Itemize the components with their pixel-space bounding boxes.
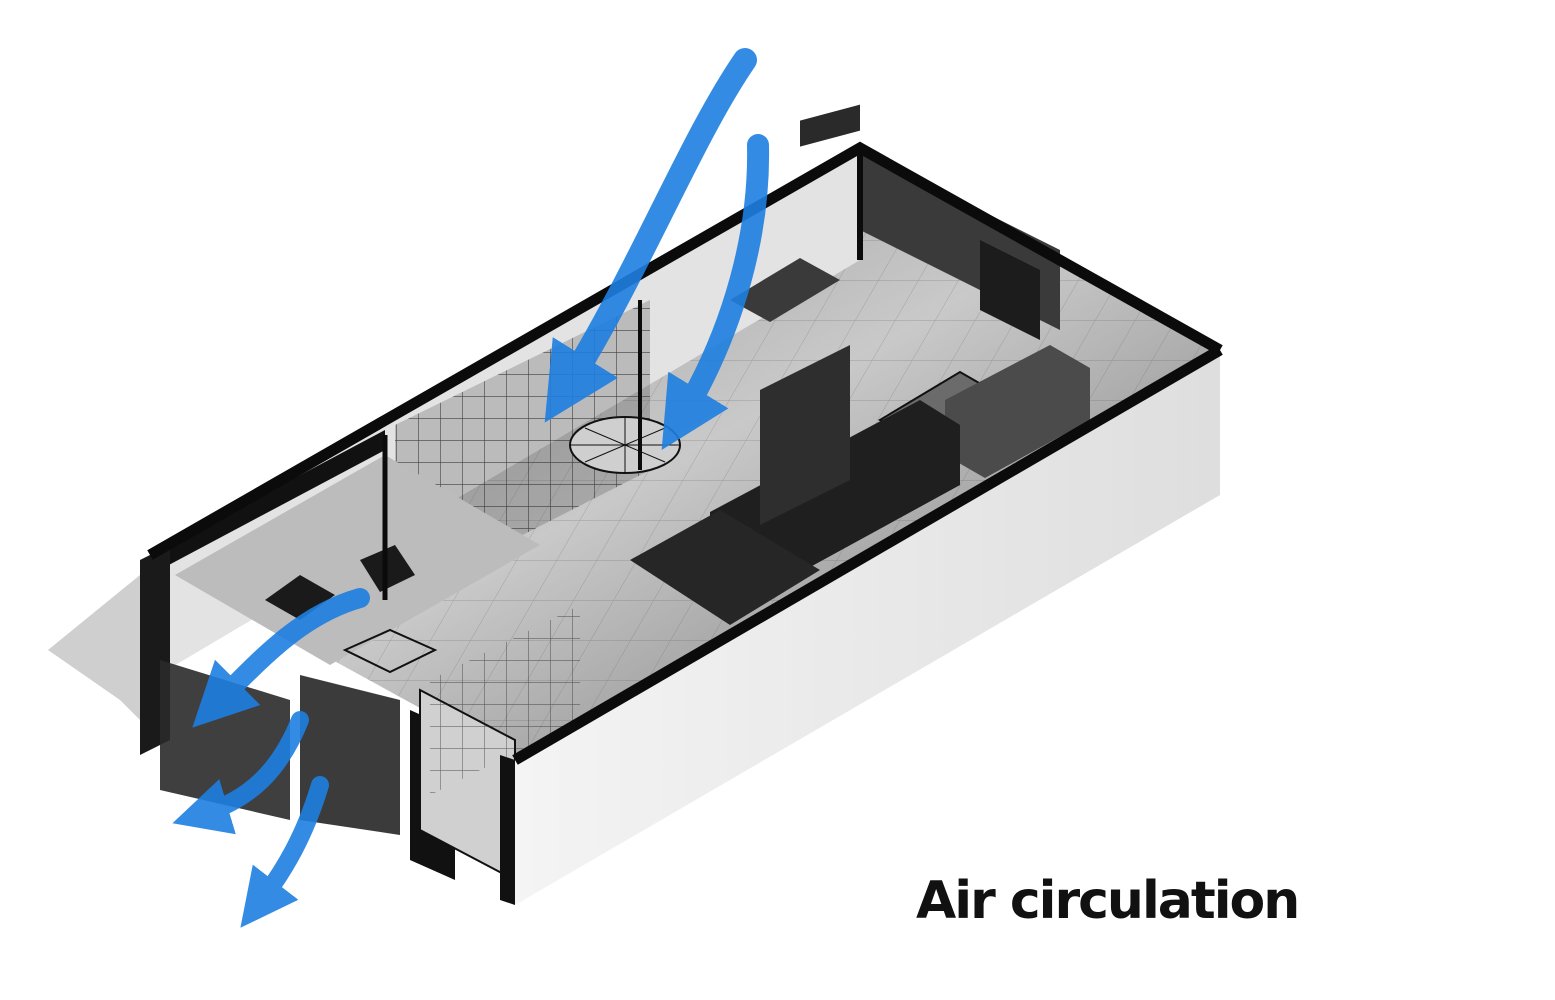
lounge-side-wall [150,430,385,575]
inflow-arrow-living-area [544,48,757,423]
storage-units [630,510,820,625]
apartment-isometric-illustration [140,104,1223,905]
armchair-1 [265,575,335,620]
coffee-table-lounge [342,628,438,674]
coffee-table-bedroom [800,104,860,147]
bathroom-wall-tiles [430,605,580,795]
exterior-wall [515,350,1220,905]
doorway-unit [760,345,850,525]
inflow-arrow-bedroom [661,134,770,451]
diagram-caption: Air circulation [916,871,1300,931]
bathroom-block [945,345,1090,478]
wall-top-front [512,345,1223,765]
closet-block [980,240,1040,340]
outflow-arrow-lounge [192,588,370,728]
airflow-arrows [172,48,770,928]
outflow-arrow-balcony-lower [240,776,329,928]
exterior-wall-edge [500,755,515,905]
lounge-floor [175,455,540,665]
sofa-bedroom [730,258,840,322]
ground-shadow [48,575,140,720]
outflow-arrow-balcony-upper [172,711,309,835]
